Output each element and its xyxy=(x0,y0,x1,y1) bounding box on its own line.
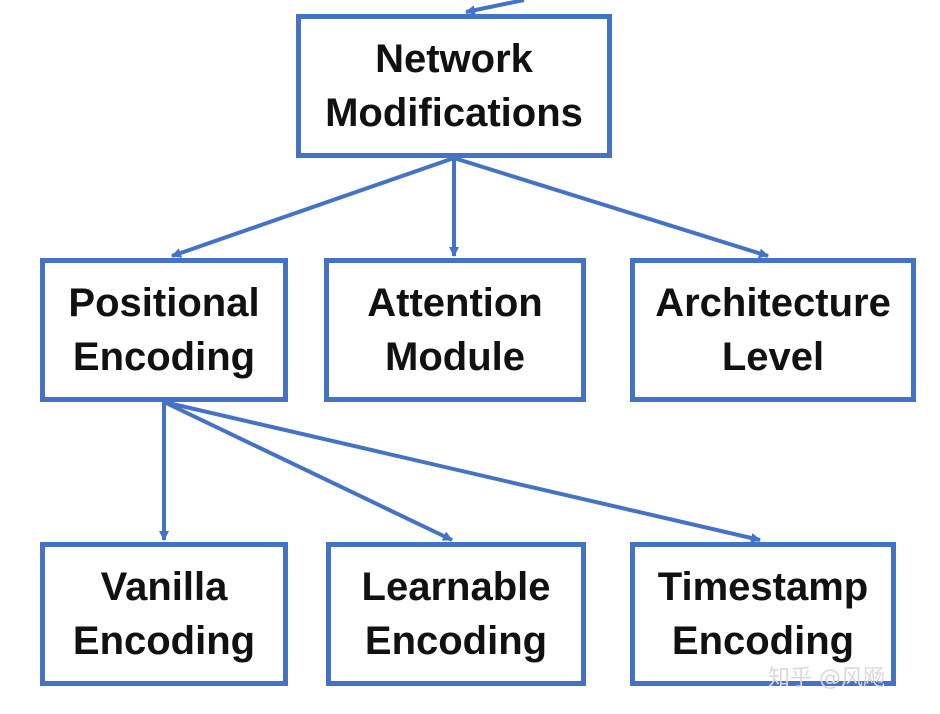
watermark: 知乎 @风飏 xyxy=(768,666,885,691)
node-label-line2: Encoding xyxy=(72,619,256,663)
node-label-line1: Attention xyxy=(367,281,543,325)
node-label-line2: Module xyxy=(385,335,525,379)
node-label-line1: Network xyxy=(375,37,533,81)
node-label-line1: Positional xyxy=(68,281,260,325)
node-label-line1: Architecture xyxy=(655,281,891,325)
edge-root-arch xyxy=(453,156,769,259)
node-vanilla-encoding: Vanilla Encoding xyxy=(40,542,288,686)
node-timestamp-encoding: Timestamp Encoding xyxy=(630,542,896,686)
node-label-line2: Encoding xyxy=(364,619,548,663)
edge-pos-time xyxy=(163,400,761,543)
node-label-line1: Vanilla xyxy=(100,565,228,609)
edge-pos-learn xyxy=(163,400,453,542)
node-positional-encoding: Positional Encoding xyxy=(40,258,288,402)
node-attention-module: Attention Module xyxy=(324,258,586,402)
node-label-line1: Learnable xyxy=(361,565,551,609)
node-label-line2: Level xyxy=(721,335,825,379)
node-architecture-level: Architecture Level xyxy=(630,258,916,402)
edge-root-pos xyxy=(171,156,455,258)
edge-incoming-root xyxy=(465,0,525,16)
node-label-line2: Modifications xyxy=(325,91,583,135)
node-label-line2: Encoding xyxy=(72,335,256,379)
node-network-modifications: Network Modifications xyxy=(296,14,612,158)
node-label-line2: Encoding xyxy=(671,619,855,663)
node-label-line1: Timestamp xyxy=(657,565,869,609)
node-learnable-encoding: Learnable Encoding xyxy=(326,542,586,686)
